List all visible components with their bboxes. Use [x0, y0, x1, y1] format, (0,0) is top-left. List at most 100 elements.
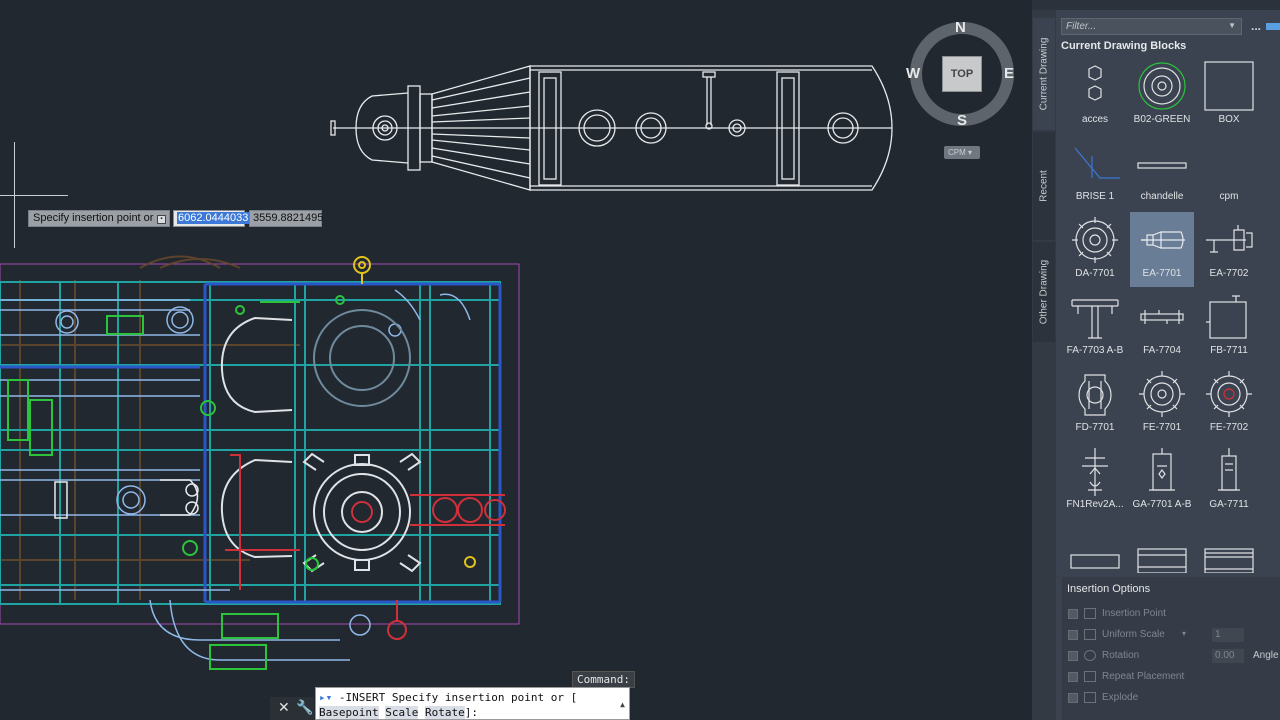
block-ga-7701-ab[interactable]: GA-7701 A-B	[1130, 443, 1194, 518]
dynamic-input-prompt-text: Specify insertion point or	[33, 212, 154, 224]
block-label: FN1Rev2A...	[1066, 499, 1124, 510]
scale-value-text: 1	[1215, 629, 1221, 640]
viewcube[interactable]: N S E W TOP CPM ▾	[904, 18, 1020, 163]
block-da-7701[interactable]: DA-7701	[1063, 212, 1127, 287]
compass-east-label[interactable]: E	[1004, 65, 1015, 82]
filter-input[interactable]: Filter... ▼	[1061, 18, 1242, 35]
equipment-green	[7, 295, 345, 670]
block-ga-7711-icon	[1218, 448, 1240, 491]
rotation-label: Rotation	[1102, 650, 1140, 661]
block-fe-7701[interactable]: FE-7701	[1130, 366, 1194, 441]
block-label: BRISE 1	[1075, 191, 1115, 202]
palette-titlebar[interactable]	[1032, 0, 1280, 10]
block-label: FD-7701	[1075, 422, 1115, 433]
uniform-scale-checkbox[interactable]	[1068, 630, 1078, 640]
wcs-menu[interactable]: CPM ▾	[944, 146, 980, 159]
command-recent-icon[interactable]: ▸▾	[319, 691, 333, 704]
wcs-label: CPM	[948, 148, 966, 157]
block-unnamed-1-icon	[1070, 554, 1120, 569]
block-label: acces	[1081, 114, 1109, 125]
compass-north-label[interactable]: N	[955, 19, 966, 36]
explode-checkbox[interactable]	[1068, 693, 1078, 703]
block-brise-1-icon	[1074, 147, 1120, 179]
compass-south-label[interactable]: S	[957, 112, 968, 129]
scale-value-field[interactable]: 1	[1212, 628, 1244, 642]
block-fa-7703-ab[interactable]: FA-7703 A-B	[1063, 289, 1127, 364]
block-box-icon	[1204, 61, 1254, 111]
command-history-up-icon[interactable]: ▲	[620, 700, 625, 709]
block-acces-icon	[1088, 65, 1102, 101]
block-preview-vessel	[330, 65, 893, 191]
block-fb-7711-icon	[1206, 295, 1247, 339]
viewcube-top-face[interactable]: TOP	[942, 56, 982, 92]
block-box[interactable]: BOX	[1197, 58, 1261, 133]
block-cpm[interactable]: cpm	[1197, 135, 1261, 210]
block-chandelle[interactable]: chandelle	[1130, 135, 1194, 210]
options-down-arrow-icon[interactable]: ▪	[157, 215, 166, 224]
uniform-scale-option[interactable]: Uniform Scale ▾	[1068, 627, 1186, 643]
view-mode-icon[interactable]	[1266, 23, 1280, 30]
chevron-down-icon[interactable]: ▼	[1228, 21, 1236, 30]
layout-vessels	[220, 309, 422, 573]
uniform-scale-label: Uniform Scale	[1102, 629, 1165, 640]
block-label: GA-7711	[1209, 499, 1249, 510]
compass-west-label[interactable]: W	[906, 65, 921, 82]
drawing-canvas[interactable]	[0, 0, 1032, 720]
block-acces[interactable]: acces	[1063, 58, 1127, 133]
block-ga-7711[interactable]: GA-7711	[1197, 443, 1261, 518]
block-fn1rev2a[interactable]: FN1Rev2A...	[1063, 443, 1127, 518]
chevron-down-icon[interactable]: ▾	[1182, 629, 1187, 638]
option-scale[interactable]: Scale	[385, 706, 419, 719]
block-b02-green[interactable]: B02-GREEN	[1130, 58, 1194, 133]
block-fa-7704-icon	[1140, 310, 1184, 324]
plant-boundary	[0, 263, 520, 625]
compass-ring[interactable]	[904, 18, 1020, 134]
drawing-viewport[interactable]: Specify insertion point or ▪ 6062.044403…	[0, 0, 1032, 720]
block-unnamed-1[interactable]	[1063, 520, 1127, 595]
block-ea-7702[interactable]: EA-7702	[1197, 212, 1261, 287]
tab-other-drawing[interactable]: Other Drawing	[1033, 242, 1055, 342]
block-unnamed-3[interactable]	[1197, 520, 1261, 595]
piping-white	[54, 479, 199, 519]
block-fd-7701-icon	[1078, 374, 1112, 416]
rotation-value-field[interactable]: 0.00	[1212, 649, 1244, 663]
repeat-placement-label: Repeat Placement	[1102, 671, 1185, 682]
block-label: EA-7701	[1142, 268, 1182, 279]
tab-recent[interactable]: Recent	[1033, 132, 1055, 240]
palette-main: Filter... ▼ ... Current Drawing Blocks a…	[1056, 10, 1280, 720]
steel-structure	[0, 281, 501, 605]
insertion-options-title: Insertion Options	[1067, 583, 1151, 595]
dynamic-input-x-field[interactable]: 6062.0444033	[173, 210, 250, 227]
option-rotate[interactable]: Rotate	[424, 706, 465, 719]
viewcube-face-label: TOP	[950, 68, 974, 80]
block-ea-7701[interactable]: EA-7701	[1130, 212, 1194, 287]
command-prompt-end: ]:	[464, 706, 478, 719]
block-label: FB-7711	[1210, 345, 1248, 356]
close-icon[interactable]: ✕	[278, 699, 290, 715]
customize-wrench-icon[interactable]: 🔧	[296, 699, 314, 715]
block-unnamed-2-icon	[1137, 548, 1187, 573]
y-value-text: 3559.8821495	[253, 212, 324, 224]
tab-current-drawing[interactable]: Current Drawing	[1033, 18, 1055, 130]
block-brise-1[interactable]: BRISE 1	[1063, 135, 1127, 210]
dynamic-input-y-field[interactable]: 3559.8821495	[249, 210, 324, 227]
option-basepoint[interactable]: Basepoint	[319, 706, 379, 719]
command-line-input[interactable]: ▸▾ -INSERT Specify insertion point or [ …	[315, 687, 630, 720]
scale-icon	[1084, 629, 1096, 640]
block-fe-7702[interactable]: FE-7702	[1197, 366, 1261, 441]
insertion-point-checkbox[interactable]	[1068, 609, 1078, 619]
block-unnamed-2[interactable]	[1130, 520, 1194, 595]
block-fa-7704[interactable]: FA-7704	[1130, 289, 1194, 364]
block-fb-7711[interactable]: FB-7711	[1197, 289, 1261, 364]
crosshair-horizontal	[0, 195, 68, 196]
block-label: BOX	[1218, 114, 1240, 125]
more-options-icon[interactable]: ...	[1251, 19, 1262, 33]
block-ea-7702-icon	[1206, 225, 1253, 253]
tab-current-drawing-label: Current Drawing	[1038, 37, 1050, 111]
command-prompt-text: -INSERT Specify insertion point or [	[338, 691, 578, 704]
block-fd-7701[interactable]: FD-7701	[1063, 366, 1127, 441]
rotation-checkbox[interactable]	[1068, 651, 1078, 661]
piping-blue	[0, 289, 471, 661]
repeat-placement-checkbox[interactable]	[1068, 672, 1078, 682]
block-ga-7701-ab-icon	[1149, 448, 1175, 491]
